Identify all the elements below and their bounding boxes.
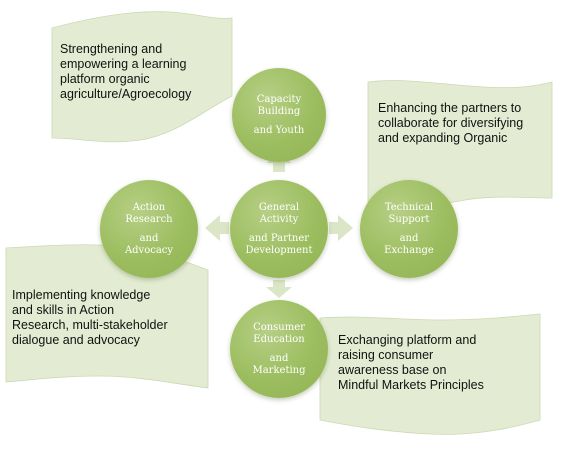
circle-label-line: and (139, 232, 159, 244)
circle-label-line: Exchange (384, 244, 434, 256)
note-line: Mindful Markets Principles (338, 378, 484, 392)
circle-label-line: and Youth (253, 124, 305, 136)
note-line: platform organic (60, 72, 150, 86)
note-line: agriculture/Agroecology (60, 87, 192, 101)
note-line: Exchanging platform and (338, 333, 477, 347)
note-line: empowering a learning (60, 57, 187, 71)
note-line: raising consumer (338, 348, 434, 362)
circle-label: Consumer Education and Marketing (252, 322, 305, 377)
arrow-up (267, 152, 291, 172)
circle-label-line: Activity (259, 213, 299, 225)
note-bottom-left: Implementing knowledge and skills in Act… (12, 288, 168, 348)
circle-label-line: Support (388, 213, 430, 225)
circle-action-research: Action Research and Advocacy (100, 180, 198, 278)
circle-label-line: Technical (384, 201, 434, 213)
circle-label: Action Research and Advocacy (125, 202, 173, 257)
note-line: Strengthening and (60, 42, 163, 56)
note-top-right: Enhancing the partners to collaborate fo… (378, 101, 523, 146)
note-line: Implementing knowledge (12, 288, 151, 302)
arrow-right (329, 215, 353, 241)
circle-label-line: and (269, 352, 289, 364)
circle-label-line: Capacity (256, 93, 302, 105)
note-line: dialogue and advocacy (12, 333, 140, 347)
circle-label-line: Development (245, 244, 313, 256)
circle-label-line: Consumer (253, 321, 305, 333)
circle-label: Capacity Building and Youth (254, 94, 305, 137)
note-line: collaborate for diversifying (378, 116, 524, 130)
note-line: and skills in Action (12, 303, 115, 317)
note-line: Research, multi-stakeholder (12, 318, 168, 332)
note-line: awareness base on (338, 363, 447, 377)
circle-label-line: Education (253, 333, 305, 345)
note-top-left: Strengthening and empowering a learning … (60, 42, 191, 102)
circle-capacity-building: Capacity Building and Youth (232, 68, 326, 162)
circle-label: Technical Support and Exchange (384, 202, 434, 257)
circle-label-line: Building (257, 105, 301, 117)
note-line: and expanding Organic (378, 131, 508, 145)
note-bottom-right: Exchanging platform and raising consumer… (338, 333, 484, 393)
circle-label-line: and (399, 232, 419, 244)
banner-top-left (51, 11, 233, 143)
circle-label-line: Research (125, 213, 173, 225)
circle-technical-support: Technical Support and Exchange (360, 180, 458, 278)
circle-label-line: General (258, 201, 300, 213)
circle-label-line: and Partner (248, 232, 310, 244)
circle-general-activity: General Activity and Partner Development (230, 180, 328, 278)
circle-label-line: Advocacy (124, 244, 174, 256)
arrow-down (266, 280, 292, 298)
arrow-left (205, 215, 229, 241)
circle-label-line: Action (132, 201, 166, 213)
circle-label: General Activity and Partner Development (246, 202, 313, 257)
circle-consumer-education: Consumer Education and Marketing (230, 300, 328, 398)
note-line: Enhancing the partners to (378, 101, 522, 115)
circle-label-line: Marketing (252, 364, 306, 376)
banner-bottom-left (5, 244, 209, 389)
banner-bottom-right (319, 313, 541, 435)
